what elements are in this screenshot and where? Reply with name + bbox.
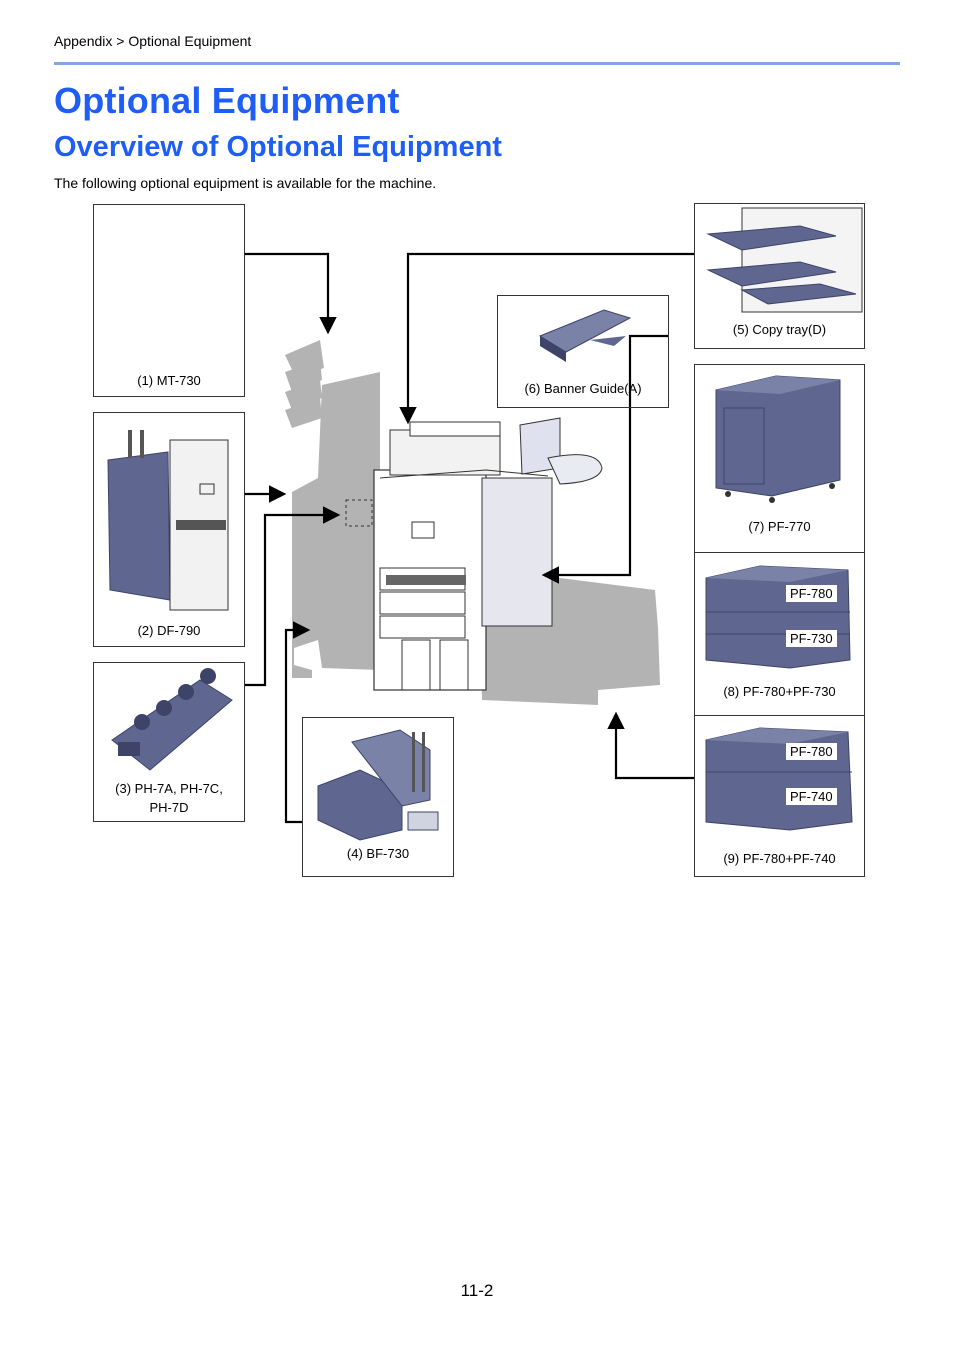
item-box-pf770: (7) PF-770 [694, 364, 865, 553]
item-box-banner-guide: (6) Banner Guide(A) [497, 295, 669, 408]
finisher-silhouette [285, 340, 380, 678]
intro-text: The following optional equipment is avai… [54, 175, 437, 191]
page-number: 11-2 [460, 1281, 494, 1300]
item-box-pf780-pf730: (8) PF-780+PF-730 [694, 552, 865, 716]
item-box-bf730: (4) BF-730 [302, 717, 454, 877]
df790-graphic [107, 430, 229, 611]
pf780-pf740-label: (9) PF-780+PF-740 [723, 851, 836, 866]
mt730-label: (1) MT-730 [137, 373, 201, 388]
df790-label: (2) DF-790 [137, 623, 201, 638]
copy-tray-graphic [706, 207, 863, 313]
connector-lines [245, 252, 694, 824]
pf730-tag: PF-730 [786, 630, 837, 647]
pf780-tag: PF-780 [786, 743, 837, 760]
section-title: Overview of Optional Equipment [54, 131, 502, 163]
pf780-tag: PF-780 [786, 585, 837, 602]
item-box-ph7: (3) PH-7A, PH-7C, PH-7D [93, 662, 245, 822]
ph7-label: (3) PH-7A, PH-7C, PH-7D [115, 781, 223, 815]
item-box-copy-tray: (5) Copy tray(D) [694, 203, 865, 349]
pf780-pf730-label: (8) PF-780+PF-730 [723, 684, 836, 699]
page-title: Optional Equipment [54, 80, 400, 121]
ph7-graphic [111, 668, 233, 771]
dashed-attachment-area [345, 499, 373, 527]
header-divider [54, 62, 900, 65]
main-machine [373, 417, 603, 691]
bf730-graphic [317, 729, 439, 841]
banner-guide-label: (6) Banner Guide(A) [524, 381, 642, 396]
copy-tray-label: (5) Copy tray(D) [732, 322, 827, 337]
pf770-graphic [715, 375, 841, 503]
pf740-tag: PF-740 [786, 788, 837, 805]
pf770-label: (7) PF-770 [748, 519, 811, 534]
item-box-df790: (2) DF-790 [93, 412, 245, 647]
item-box-pf780-pf740: (9) PF-780+PF-740 [694, 715, 865, 877]
breadcrumb: Appendix > Optional Equipment [54, 33, 252, 49]
banner-guide-graphic [538, 309, 632, 362]
item-box-mt730: (1) MT-730 [93, 204, 245, 397]
bf730-label: (4) BF-730 [346, 846, 410, 861]
